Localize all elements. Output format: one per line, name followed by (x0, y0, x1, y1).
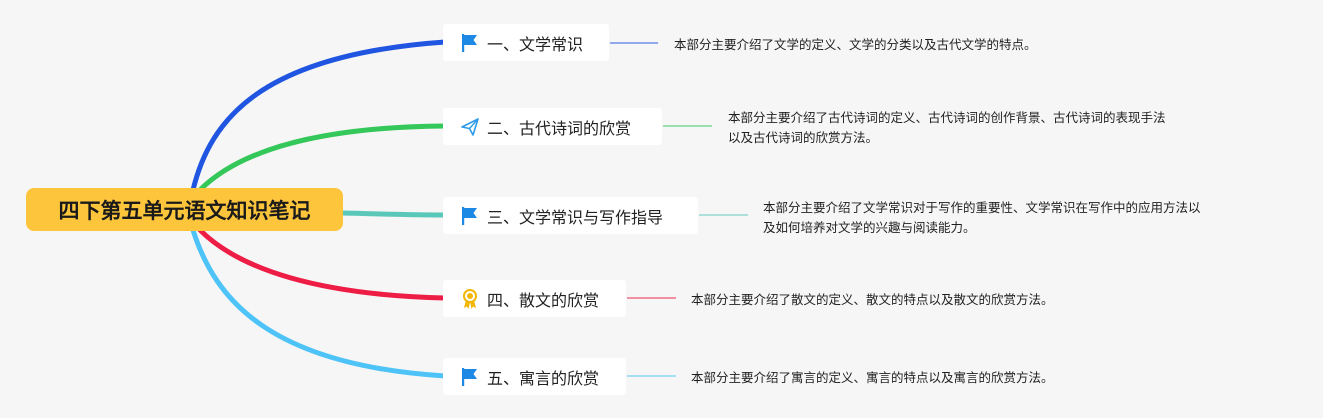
branch-topic-4[interactable]: 四、散文的欣赏 (443, 280, 626, 317)
branch-topic-2[interactable]: 二、古代诗词的欣赏 (443, 108, 662, 145)
branch-description-3: 本部分主要介绍了文学常识对于写作的重要性、文学常识在写作中的应用方法以 及如何培… (763, 198, 1201, 238)
paper-plane-icon (459, 116, 481, 138)
branch-connector-3 (340, 210, 448, 218)
root-topic-label: 四下第五单元语文知识笔记 (58, 198, 311, 223)
flag-icon (459, 366, 481, 388)
branch-topic-5[interactable]: 五、寓言的欣赏 (443, 358, 626, 395)
description-line: 本部分主要介绍了文学常识对于写作的重要性、文学常识在写作中的应用方法以 (763, 200, 1201, 215)
description-line: 本部分主要介绍了散文的定义、散文的特点以及散文的欣赏方法。 (691, 292, 1054, 307)
branch-connector-1 (190, 39, 448, 193)
description-line: 本部分主要介绍了文学的定义、文学的分类以及古代文学的特点。 (674, 37, 1037, 52)
branch-description-2: 本部分主要介绍了古代诗词的定义、古代诗词的创作背景、古代诗词的表现手法 以及古代… (728, 108, 1166, 148)
branch-topic-2-label: 二、古代诗词的欣赏 (487, 118, 632, 138)
branch-topic-4-label: 四、散文的欣赏 (487, 290, 600, 310)
branch-connector-2 (197, 123, 448, 193)
description-line: 及如何培养对文学的兴趣与阅读能力。 (763, 220, 976, 235)
branch-connector-5 (190, 227, 448, 379)
flag-icon (459, 205, 481, 227)
root-topic[interactable]: 四下第五单元语文知识笔记 (26, 188, 343, 231)
branch-description-5: 本部分主要介绍了寓言的定义、寓言的特点以及寓言的欣赏方法。 (691, 368, 1054, 388)
branch-topic-3-label: 三、文学常识与写作指导 (487, 207, 664, 227)
branch-topic-1[interactable]: 一、文学常识 (443, 24, 609, 61)
description-line: 本部分主要介绍了寓言的定义、寓言的特点以及寓言的欣赏方法。 (691, 370, 1054, 385)
award-ribbon-icon (459, 288, 481, 310)
branch-topic-5-label: 五、寓言的欣赏 (487, 368, 600, 388)
branch-topic-3[interactable]: 三、文学常识与写作指导 (443, 197, 698, 234)
description-line: 以及古代诗词的欣赏方法。 (728, 130, 879, 145)
branch-description-1: 本部分主要介绍了文学的定义、文学的分类以及古代文学的特点。 (674, 35, 1037, 55)
flag-icon (459, 32, 481, 54)
description-line: 本部分主要介绍了古代诗词的定义、古代诗词的创作背景、古代诗词的表现手法 (728, 110, 1166, 125)
branch-topic-1-label: 一、文学常识 (487, 34, 584, 54)
branch-description-4: 本部分主要介绍了散文的定义、散文的特点以及散文的欣赏方法。 (691, 290, 1054, 310)
branch-connector-4 (197, 227, 448, 301)
